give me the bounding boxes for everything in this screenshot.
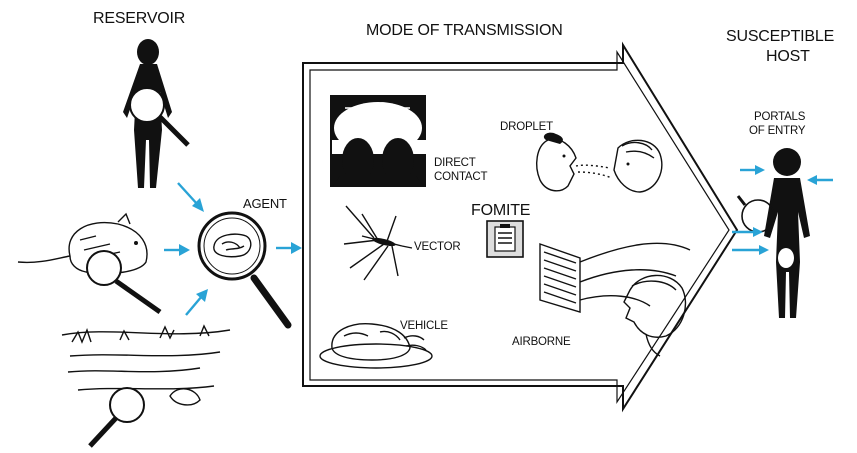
of-entry-label: OF ENTRY: [749, 124, 805, 138]
portal-arrow-low: [732, 245, 769, 255]
flow-arrow-to-transmission: [276, 242, 302, 254]
flow-arrow-from-environment: [186, 289, 208, 315]
portal-arrow-left: [740, 165, 765, 175]
portals-label: PORTALS: [754, 110, 805, 124]
direct-contact-image: [330, 95, 426, 187]
susceptible-label: SUSCEPTIBLE: [726, 28, 834, 46]
reservoir-person-figure: [123, 39, 188, 188]
reservoir-rat: [18, 214, 160, 312]
droplet-label: DROPLET: [500, 120, 553, 134]
fomite-label: FOMITE: [471, 202, 530, 220]
flow-arrow-from-person: [178, 183, 204, 212]
flow-arrow-from-rat: [164, 244, 190, 256]
vector-label: VECTOR: [414, 240, 461, 254]
contact-label: CONTACT: [434, 170, 487, 184]
portal-arrow-right: [807, 175, 833, 185]
reservoir-environment: [62, 326, 230, 446]
agent-magnifier-icon: [199, 213, 288, 325]
fomite-phone-image: [487, 221, 523, 257]
direct-label: DIRECT: [434, 156, 476, 170]
vehicle-label: VEHICLE: [400, 319, 448, 333]
host-label: HOST: [766, 48, 810, 66]
reservoir-label: RESERVOIR: [93, 10, 185, 28]
mode-of-transmission-label: MODE OF TRANSMISSION: [366, 22, 563, 40]
agent-label: AGENT: [243, 196, 287, 211]
airborne-label: AIRBORNE: [512, 335, 570, 349]
